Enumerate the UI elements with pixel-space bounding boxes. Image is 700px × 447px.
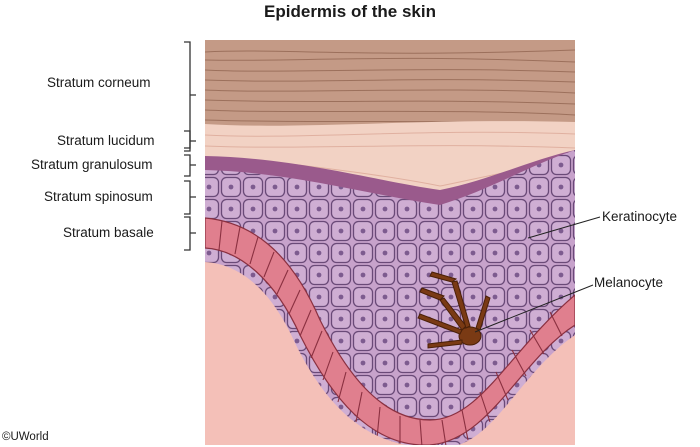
copyright-credit: ©UWorld <box>2 431 49 443</box>
basale-cell-borders <box>218 220 563 445</box>
label-stratum-granulosum: Stratum granulosum <box>31 157 153 172</box>
label-stratum-spinosum: Stratum spinosum <box>44 189 153 204</box>
melanocyte-cell <box>417 271 491 349</box>
label-stratum-corneum: Stratum corneum <box>47 75 151 90</box>
callout-keratinocyte: Keratinocyte <box>602 209 678 224</box>
granulosum-bracket <box>184 154 196 177</box>
corneum-bracket <box>184 41 196 149</box>
layer-brackets <box>184 41 196 251</box>
callout-melanocyte: Melanocyte <box>594 275 664 290</box>
label-stratum-lucidum: Stratum lucidum <box>57 133 155 148</box>
dermis-region-right <box>457 335 575 445</box>
label-stratum-basale: Stratum basale <box>63 225 154 240</box>
spinosum-bracket <box>184 180 196 215</box>
dermis-region <box>205 262 408 445</box>
lucidum-bracket <box>184 130 196 152</box>
basale-bracket <box>184 216 196 251</box>
keratinocyte-leader <box>527 216 601 239</box>
melanocyte-leader <box>474 284 594 333</box>
stratum-basale-region <box>205 217 575 445</box>
diagram-title: Epidermis of the skin <box>264 2 436 21</box>
